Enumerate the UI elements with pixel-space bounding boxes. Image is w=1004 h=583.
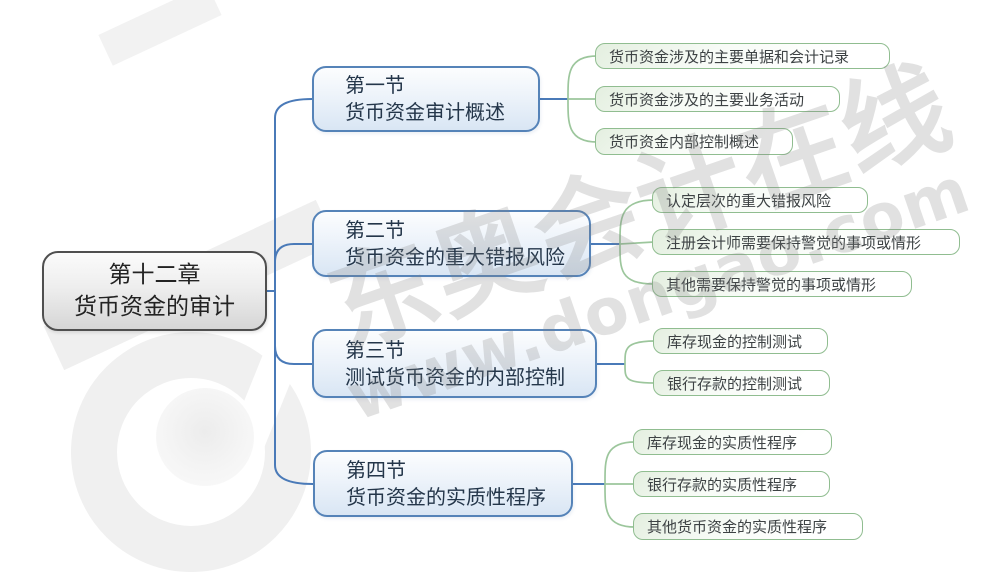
trunk-connectors — [267, 98, 625, 485]
section-node-1[interactable]: 第一节 货币资金审计概述 — [312, 66, 540, 132]
root-title-line2: 货币资金的审计 — [74, 294, 235, 320]
section-4-line1: 第四节 — [346, 457, 406, 482]
section-3-line1: 第三节 — [345, 337, 405, 362]
leaf-node[interactable]: 银行存款的实质性程序 — [633, 471, 830, 497]
root-node-chapter[interactable]: 第十二章 货币资金的审计 — [42, 251, 267, 331]
leaf-connectors — [567, 55, 656, 528]
logo-center-dot — [156, 388, 254, 486]
section-node-2[interactable]: 第二节 货币资金的重大错报风险 — [312, 210, 591, 277]
section-2-line2: 货币资金的重大错报风险 — [345, 244, 565, 269]
leaf-node[interactable]: 注册会计师需要保持警觉的事项或情形 — [652, 229, 960, 255]
section-4-line2: 货币资金的实质性程序 — [346, 484, 546, 509]
leaf-node[interactable]: 货币资金涉及的主要业务活动 — [595, 86, 840, 112]
section-1-line1: 第一节 — [345, 73, 405, 97]
leaf-node[interactable]: 库存现金的控制测试 — [653, 328, 828, 354]
leaf-node[interactable]: 库存现金的实质性程序 — [633, 429, 832, 455]
leaf-node[interactable]: 货币资金涉及的主要单据和会计记录 — [595, 43, 890, 69]
section-2-line1: 第二节 — [345, 217, 405, 242]
leaf-node[interactable]: 其他货币资金的实质性程序 — [633, 513, 863, 540]
leaf-node[interactable]: 认定层次的重大错报风险 — [652, 187, 868, 213]
section-1-line2: 货币资金审计概述 — [345, 100, 505, 124]
section-node-3[interactable]: 第三节 测试货币资金的内部控制 — [312, 329, 597, 398]
section-3-line2: 测试货币资金的内部控制 — [345, 364, 565, 389]
section-node-4[interactable]: 第四节 货币资金的实质性程序 — [313, 450, 573, 517]
leaf-node[interactable]: 货币资金内部控制概述 — [595, 128, 793, 155]
leaf-node[interactable]: 其他需要保持警觉的事项或情形 — [652, 271, 912, 297]
root-title-line1: 第十二章 — [108, 262, 201, 288]
leaf-node[interactable]: 银行存款的控制测试 — [653, 370, 830, 396]
